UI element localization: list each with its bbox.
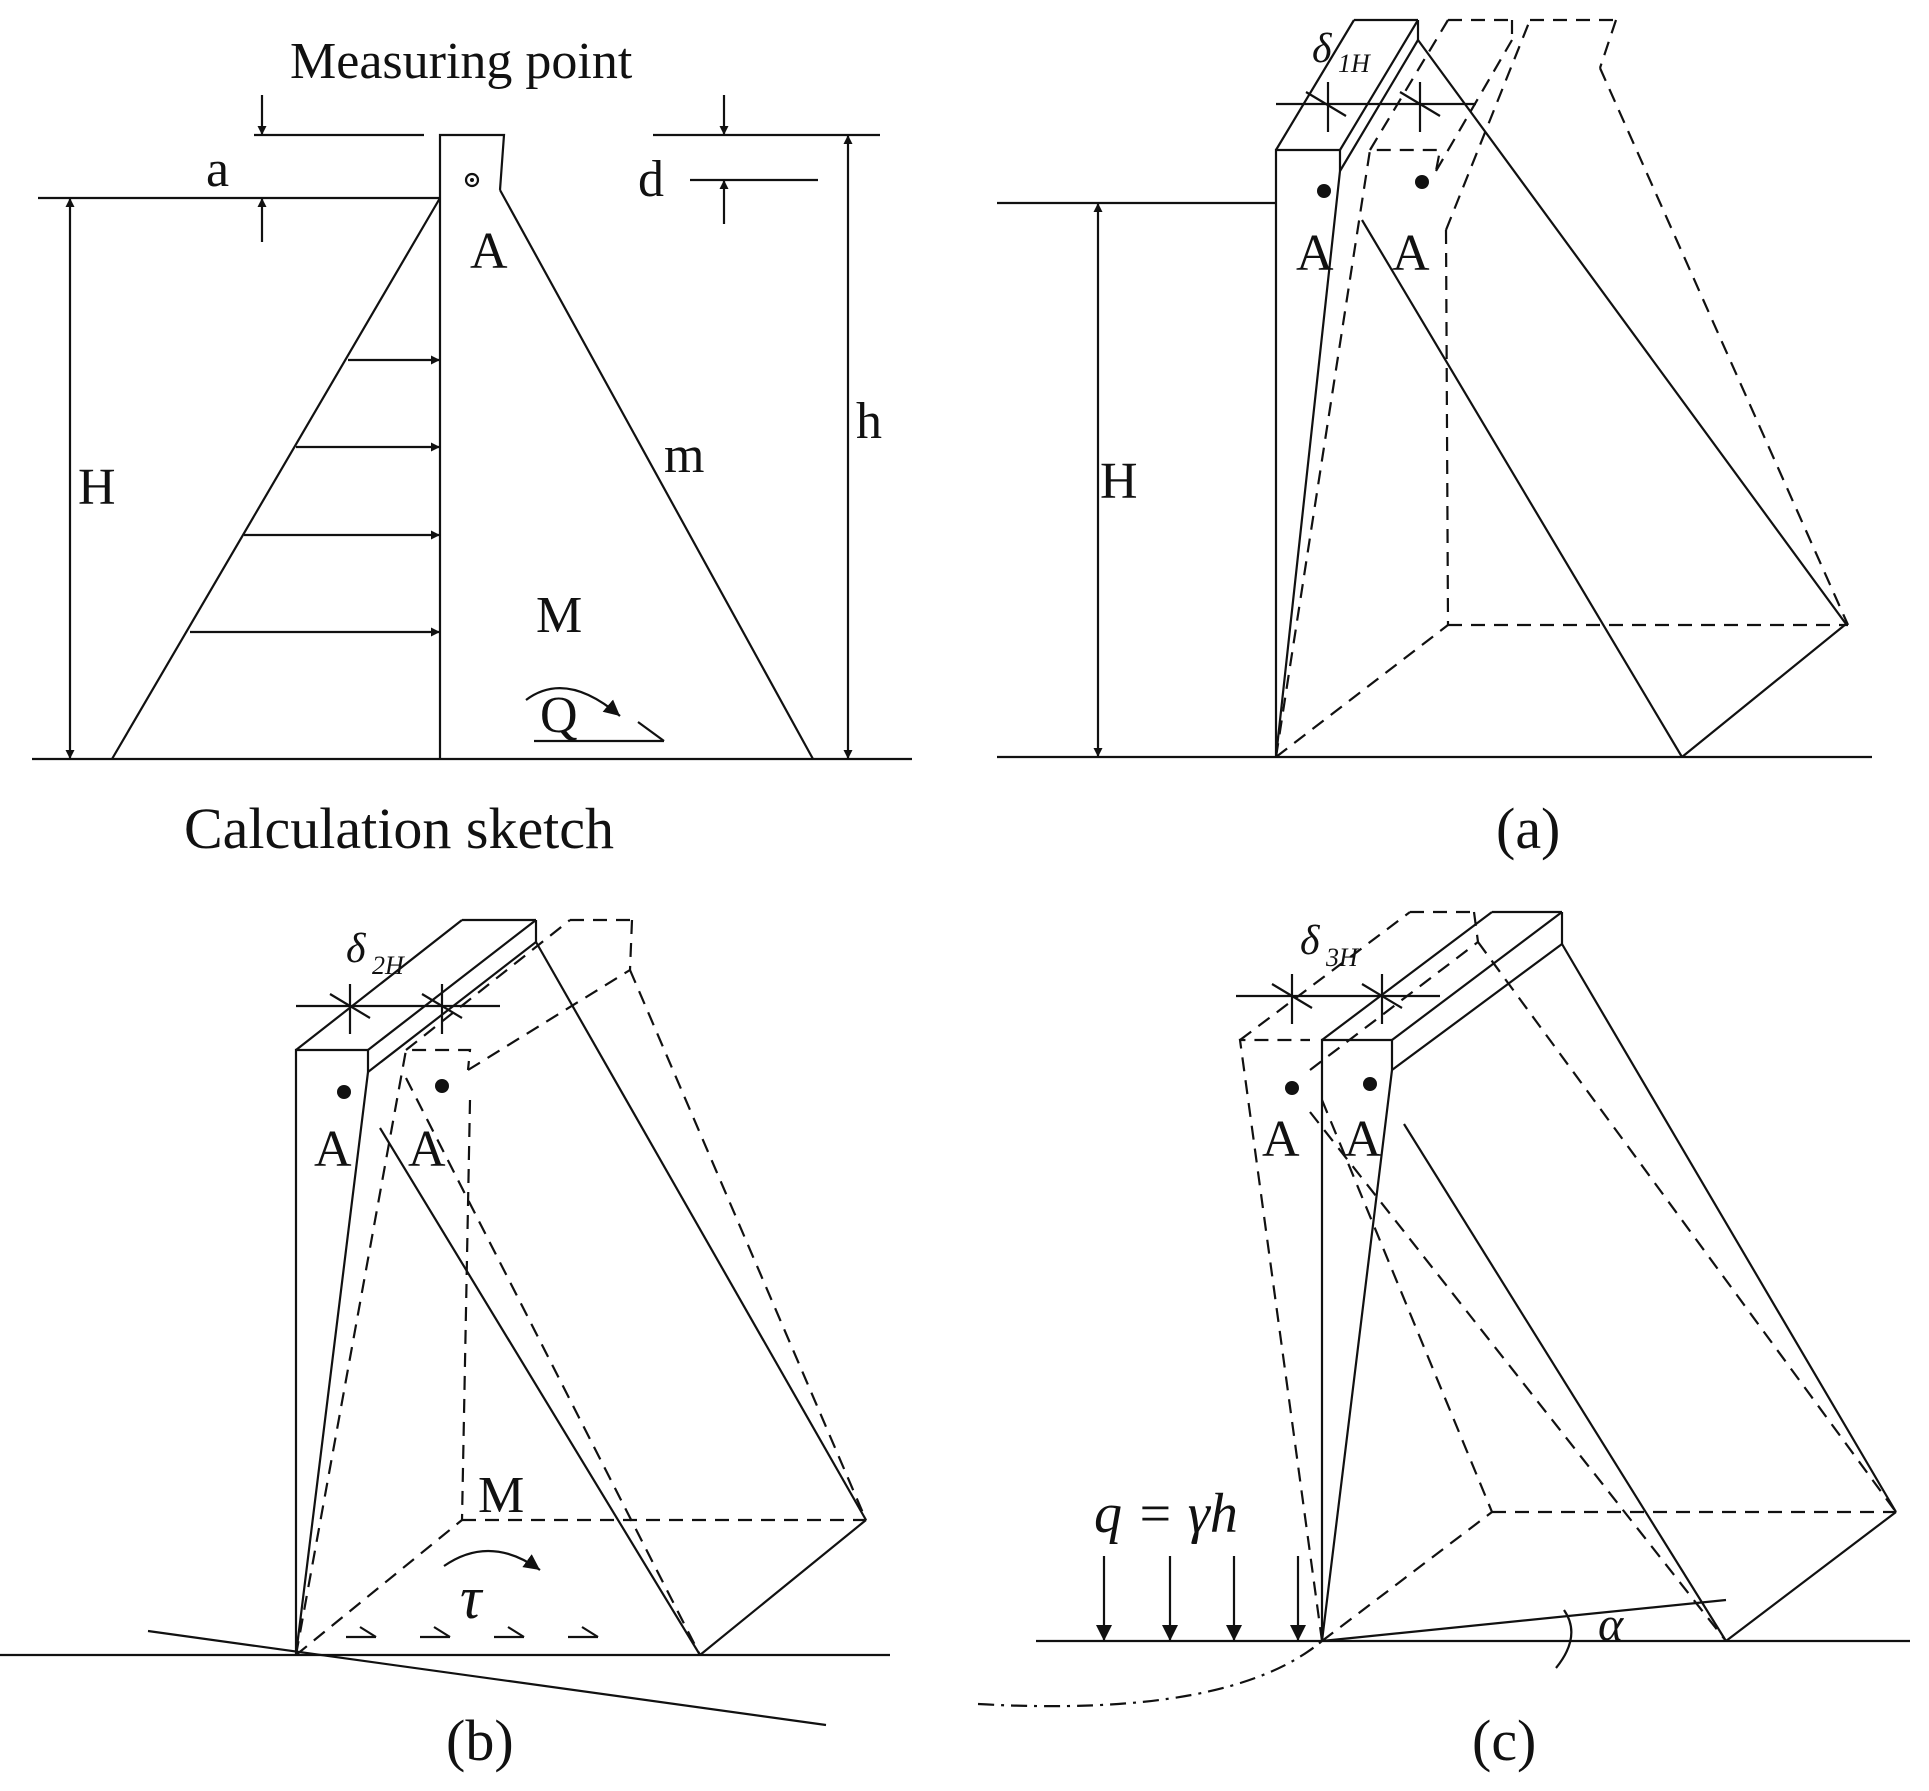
panel-c-A1-label: A (1262, 1111, 1300, 1168)
sketch-measuring-point-marker (464, 172, 480, 188)
sketch-pressure-boundary (111, 197, 441, 760)
panel-c-load-label: q = γh (1094, 1483, 1238, 1545)
sketch-H-label: H (78, 459, 116, 516)
panel-a-delta-subscript: 1H (1338, 49, 1371, 78)
calculation-sketch: Measuring point H a d h A m (32, 33, 912, 861)
panel-c-caption: (c) (1472, 1708, 1536, 1773)
panel-b-delta-slash-1 (329, 993, 371, 1019)
panel-b-measuring-point-2 (435, 1079, 449, 1093)
sketch-M-label: M (536, 587, 582, 644)
panel-c-displaced-wall (1238, 910, 1897, 1642)
panel-a-delta-slash-2 (1399, 91, 1441, 117)
sketch-a-label: a (206, 141, 229, 198)
panel-b-moment-arrow (443, 1549, 541, 1571)
sketch-m-label: m (664, 427, 704, 484)
panel-b: A A δ 2H M τ (b) (0, 918, 890, 1773)
sketch-Q-label: Q (540, 687, 578, 744)
panel-b-measuring-point-1 (337, 1085, 351, 1099)
panel-b-A1-label: A (314, 1121, 352, 1178)
panel-c: α q = γh (977, 910, 1910, 1773)
panel-a-delta-slash-1 (1305, 91, 1347, 117)
panel-c-delta-symbol: δ (1300, 918, 1321, 964)
panel-b-shear-ticks (346, 1626, 599, 1639)
panel-c-alpha-arc (1555, 1609, 1573, 1669)
panel-c-delta-slash-1 (1271, 983, 1313, 1009)
panel-a-delta-symbol: δ (1312, 26, 1333, 72)
panel-a-measuring-point-1 (1317, 184, 1331, 198)
sketch-A-label: A (470, 223, 508, 280)
sketch-top-label: Measuring point (290, 33, 633, 90)
panel-b-tau-label: τ (460, 1565, 484, 1631)
panel-b-delta-slash-2 (421, 993, 463, 1019)
panel-c-delta-subscript: 3H (1325, 943, 1359, 972)
sketch-moment-arrow (525, 687, 621, 717)
sketch-d-label: d (638, 151, 664, 208)
panel-c-original-wall (1320, 910, 1897, 1642)
panel-a-H-label: H (1100, 453, 1138, 510)
panel-a-original-wall (1274, 18, 1847, 758)
panel-b-delta-subscript: 2H (372, 951, 405, 980)
panel-c-measuring-point-1 (1285, 1081, 1299, 1095)
panel-c-base-tilt-line (1321, 1598, 1727, 1643)
panel-c-A2-label: A (1344, 1111, 1382, 1168)
panel-a-A2-label: A (1392, 225, 1430, 282)
panel-b-displaced-wall (294, 918, 868, 1656)
sketch-caption: Calculation sketch (184, 796, 614, 861)
panel-a-A1-label: A (1296, 225, 1334, 282)
panel-c-slip-surface (977, 1640, 1323, 1708)
panel-c-alpha-label: α (1598, 1598, 1624, 1651)
panel-b-M-label: M (478, 1467, 524, 1524)
panel-b-base-slope-line (147, 1629, 827, 1727)
panel-b-delta-symbol: δ (346, 926, 367, 972)
sketch-slope-line (499, 189, 814, 760)
panel-c-delta-slash-2 (1361, 983, 1403, 1009)
sketch-h-label: h (856, 393, 882, 450)
panel-a-displaced-wall (1274, 18, 1850, 758)
sketch-measuring-point-dot (470, 178, 474, 182)
panel-a-measuring-point-2 (1415, 175, 1429, 189)
panel-a-caption: (a) (1496, 796, 1560, 861)
panel-a: H (997, 18, 1872, 861)
sketch-shear-tick (637, 721, 665, 742)
panel-b-caption: (b) (446, 1708, 514, 1773)
panel-b-A2-label: A (408, 1121, 446, 1178)
panel-b-original-wall (294, 918, 867, 1656)
panel-c-measuring-point-2 (1363, 1077, 1377, 1091)
